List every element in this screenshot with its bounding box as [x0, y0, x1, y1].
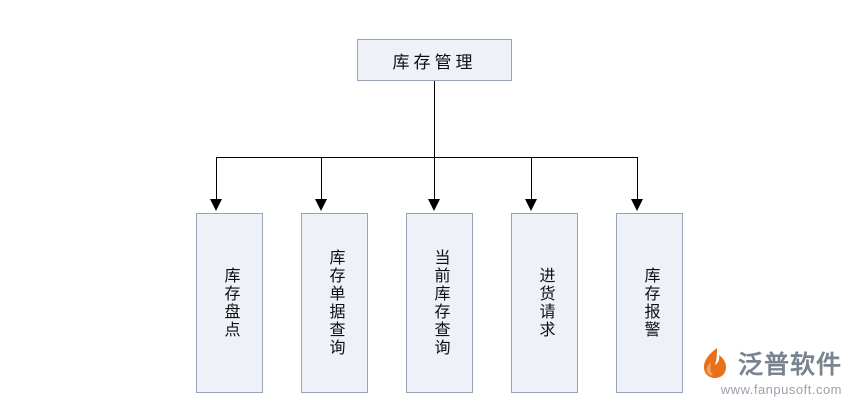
node-child-1: 库存盘点: [196, 213, 263, 393]
watermark-brand-row: 泛普软件: [697, 345, 842, 381]
node-child-2-label: 库存单据查询: [326, 249, 344, 357]
watermark-brand-text: 泛普软件: [737, 351, 842, 379]
connector-horizontal-bus: [216, 157, 637, 158]
connector-root-vertical: [434, 81, 435, 158]
node-root-label: 库存管理: [392, 52, 477, 72]
arrow-head-1: [210, 199, 222, 211]
watermark: 泛普软件 www.fanpusoft.com: [697, 345, 842, 397]
arrow-head-3: [428, 199, 440, 211]
node-child-3-label: 当前库存查询: [431, 249, 449, 357]
arrow-head-5: [631, 199, 643, 211]
connector-drop-5: [637, 157, 638, 201]
node-child-4-label: 进货请求: [536, 267, 554, 339]
connector-drop-1: [216, 157, 217, 201]
node-child-1-label: 库存盘点: [221, 267, 239, 339]
arrow-head-2: [315, 199, 327, 211]
arrow-head-4: [525, 199, 537, 211]
flame-logo-icon: [697, 346, 731, 380]
node-child-2: 库存单据查询: [301, 213, 368, 393]
node-root: 库存管理: [357, 39, 512, 81]
node-child-5-label: 库存报警: [641, 267, 659, 339]
connector-drop-4: [531, 157, 532, 201]
connector-drop-3: [434, 157, 435, 201]
node-child-5: 库存报警: [616, 213, 683, 393]
node-child-4: 进货请求: [511, 213, 578, 393]
watermark-url: www.fanpusoft.com: [720, 382, 842, 397]
node-child-3: 当前库存查询: [406, 213, 473, 393]
connector-drop-2: [321, 157, 322, 201]
